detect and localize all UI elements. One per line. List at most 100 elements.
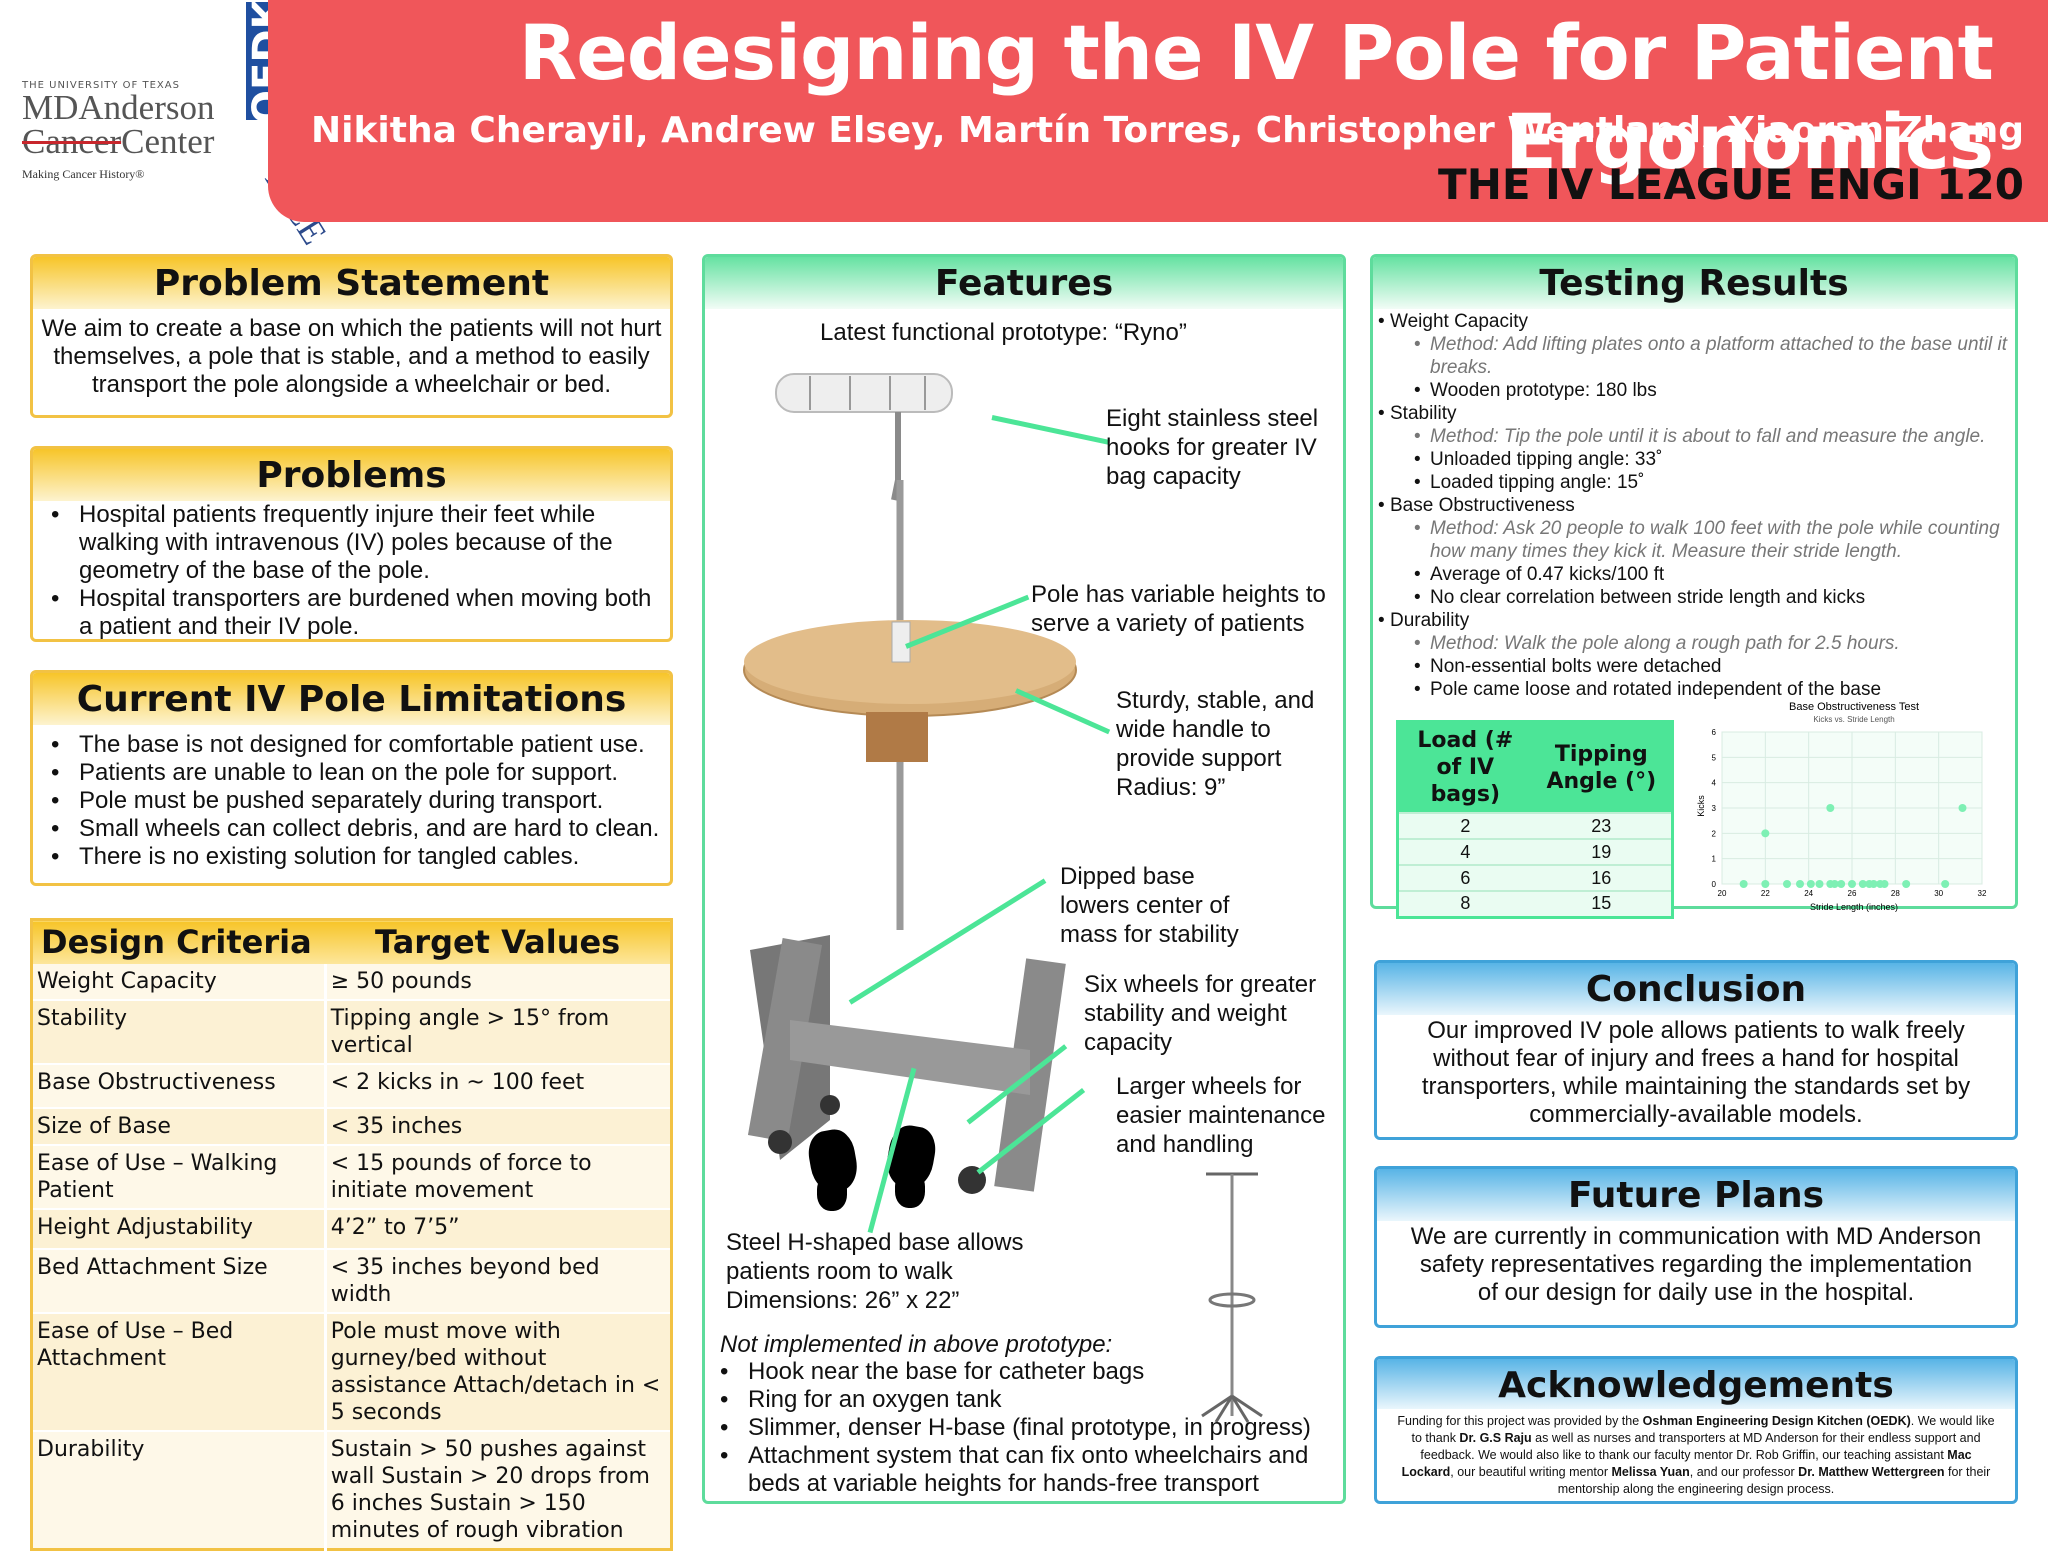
testing-results-list: Weight Capacity Method: Add lifting plat… [1374,310,2014,701]
list-item: Attachment system that can fix onto whee… [716,1442,1316,1498]
scatter-point [1941,880,1950,888]
value-cell: < 35 inches beyond bed width [325,1248,672,1314]
future-plans-box: Future Plans We are currently in communi… [1374,1166,2018,1328]
mda-logo-top: THE UNIVERSITY OF TEXAS [22,80,180,91]
testing-results-title: Testing Results [1373,257,2015,309]
ack-bold: Oshman Engineering Design Kitchen (OEDK) [1642,1414,1911,1428]
scatter-point [1848,880,1856,888]
criteria-cell: Bed Attachment Size [31,1248,327,1314]
mda-logo-line1: MDAnderson [22,88,215,127]
x-tick-label: 24 [1804,889,1813,898]
angle-cell: 15 [1531,890,1673,917]
ack-text: as well as nurses and transporters at MD… [1420,1431,1981,1462]
future-plans-text: We are currently in communication with M… [1410,1223,1982,1306]
obstructiveness-scatter-chart: Base Obstructiveness Test Kicks vs. Stri… [1696,701,1987,912]
criteria-cell: Size of Base [31,1107,327,1146]
not-implemented-list: Hook near the base for catheter bags Rin… [706,1358,1326,1498]
test-heading: Base Obstructiveness [1374,494,2014,517]
y-tick-label: 6 [1712,728,1717,737]
scatter-point [1815,880,1824,888]
y-tick-label: 4 [1712,779,1717,788]
value-cell: Pole must move with gurney/bed without a… [325,1312,672,1432]
not-implemented-title: Not implemented in above prototype: [720,1331,1113,1358]
test-method: Method: Ask 20 people to walk 100 feet w… [1374,517,2014,563]
list-item: Hook near the base for catheter bags [716,1358,1316,1386]
limitations-title: Current IV Pole Limitations [33,673,670,725]
ack-bold: Melissa Yuan [1611,1465,1690,1479]
list-item: Small wheels can collect debris, and are… [47,815,660,843]
problem-statement-text: We aim to create a base on which the pat… [41,315,662,398]
list-item: Hospital patients frequently injure thei… [47,501,660,585]
conclusion-box: Conclusion Our improved IV pole allows p… [1374,960,2018,1140]
chart-title: Base Obstructiveness Test [1789,701,1919,713]
list-item: Ring for an oxygen tank [716,1386,1316,1414]
prototype-caption: Latest functional prototype: “Ryno” [820,319,1187,346]
list-item: Patients are unable to lean on the pole … [47,759,660,787]
test-result: Unloaded tipping angle: 33˚ [1374,448,2014,471]
problem-statement-title: Problem Statement [33,257,670,309]
test-heading: Weight Capacity [1374,310,2014,333]
x-tick-label: 30 [1934,889,1943,898]
test-result: Pole came loose and rotated independent … [1374,678,2014,701]
six-wheels-label: Six wheels for greater stability and wei… [1084,971,1317,1056]
problem-statement-box: Problem Statement We aim to create a bas… [30,254,673,418]
md-anderson-logo: THE UNIVERSITY OF TEXAS MDAnderson Cance… [22,80,237,182]
value-cell: < 2 kicks in ~ 100 feet [325,1063,672,1109]
limitations-list: The base is not designed for comfortable… [33,725,670,871]
test-result: Non-essential bolts were detached [1374,655,2014,678]
angle-cell: 19 [1531,838,1673,865]
problems-title: Problems [33,449,670,501]
mda-logo-center: Center [121,122,215,161]
mda-logo-tagline: Making Cancer History® [22,167,145,181]
criteria-cell: Ease of Use – Bed Attachment [31,1312,327,1432]
chart-ylabel: Kicks [1696,795,1706,817]
test-heading: Stability [1374,402,2014,425]
x-tick-label: 26 [1848,889,1857,898]
ack-bold: Mac Lockard [1401,1448,1972,1479]
header-banner: Redesigning the IV Pole for Patient Ergo… [268,0,2048,222]
value-cell: ≥ 50 pounds [325,963,672,1001]
criteria-cell: Weight Capacity [31,963,327,1001]
y-tick-label: 3 [1712,804,1717,813]
test-result: Wooden prototype: 180 lbs [1374,379,2014,402]
handle-label: Sturdy, stable, and wide handle to provi… [1116,687,1315,801]
scatter-point [1806,880,1815,888]
y-tick-label: 2 [1712,829,1717,838]
table-row: Size of Base< 35 inches [31,1107,672,1146]
scatter-point [1958,804,1967,812]
criteria-cell: Stability [31,999,327,1065]
criteria-cell: Ease of Use – Walking Patient [31,1144,327,1210]
list-item: Pole must be pushed separately during tr… [47,787,660,815]
problems-list: Hospital patients frequently injure thei… [33,501,670,641]
table-row: Bed Attachment Size< 35 inches beyond be… [31,1248,672,1314]
poster-team: THE IV LEAGUE ENGI 120 [1438,160,2024,209]
poster-authors: Nikitha Cherayil, Andrew Elsey, Martín T… [311,110,2024,151]
ack-text: for their mentorship along the engineeri… [1557,1465,1991,1496]
tipping-header: Tipping Angle (°) [1531,721,1673,813]
test-method: Method: Add lifting plates onto a platfo… [1374,333,2014,379]
design-criteria-table: Design Criteria Target Values Weight Cap… [30,918,673,1551]
table-row: Base Obstructiveness< 2 kicks in ~ 100 f… [31,1063,672,1109]
value-cell: Sustain > 50 pushes against wall Sustain… [325,1430,672,1550]
criteria-cell: Durability [31,1430,327,1550]
test-result: Loaded tipping angle: 15˚ [1374,471,2014,494]
design-criteria-header: Design Criteria [31,919,326,964]
scatter-point [1761,829,1770,838]
iv-pole-prototype-image [743,373,1077,1194]
y-tick-label: 0 [1712,880,1717,889]
mda-logo-cancer: Cancer [22,122,122,161]
scatter-point [1796,880,1804,888]
x-tick-label: 28 [1891,889,1900,898]
value-cell: 4’2” to 7’5” [325,1208,672,1250]
test-result: No clear correlation between stride leng… [1374,586,2014,609]
heights-label: Pole has variable heights to serve a var… [1031,581,1326,637]
scatter-point [1739,880,1748,888]
left-heel-icon [817,1175,847,1211]
problems-box: Problems Hospital patients frequently in… [30,446,673,642]
